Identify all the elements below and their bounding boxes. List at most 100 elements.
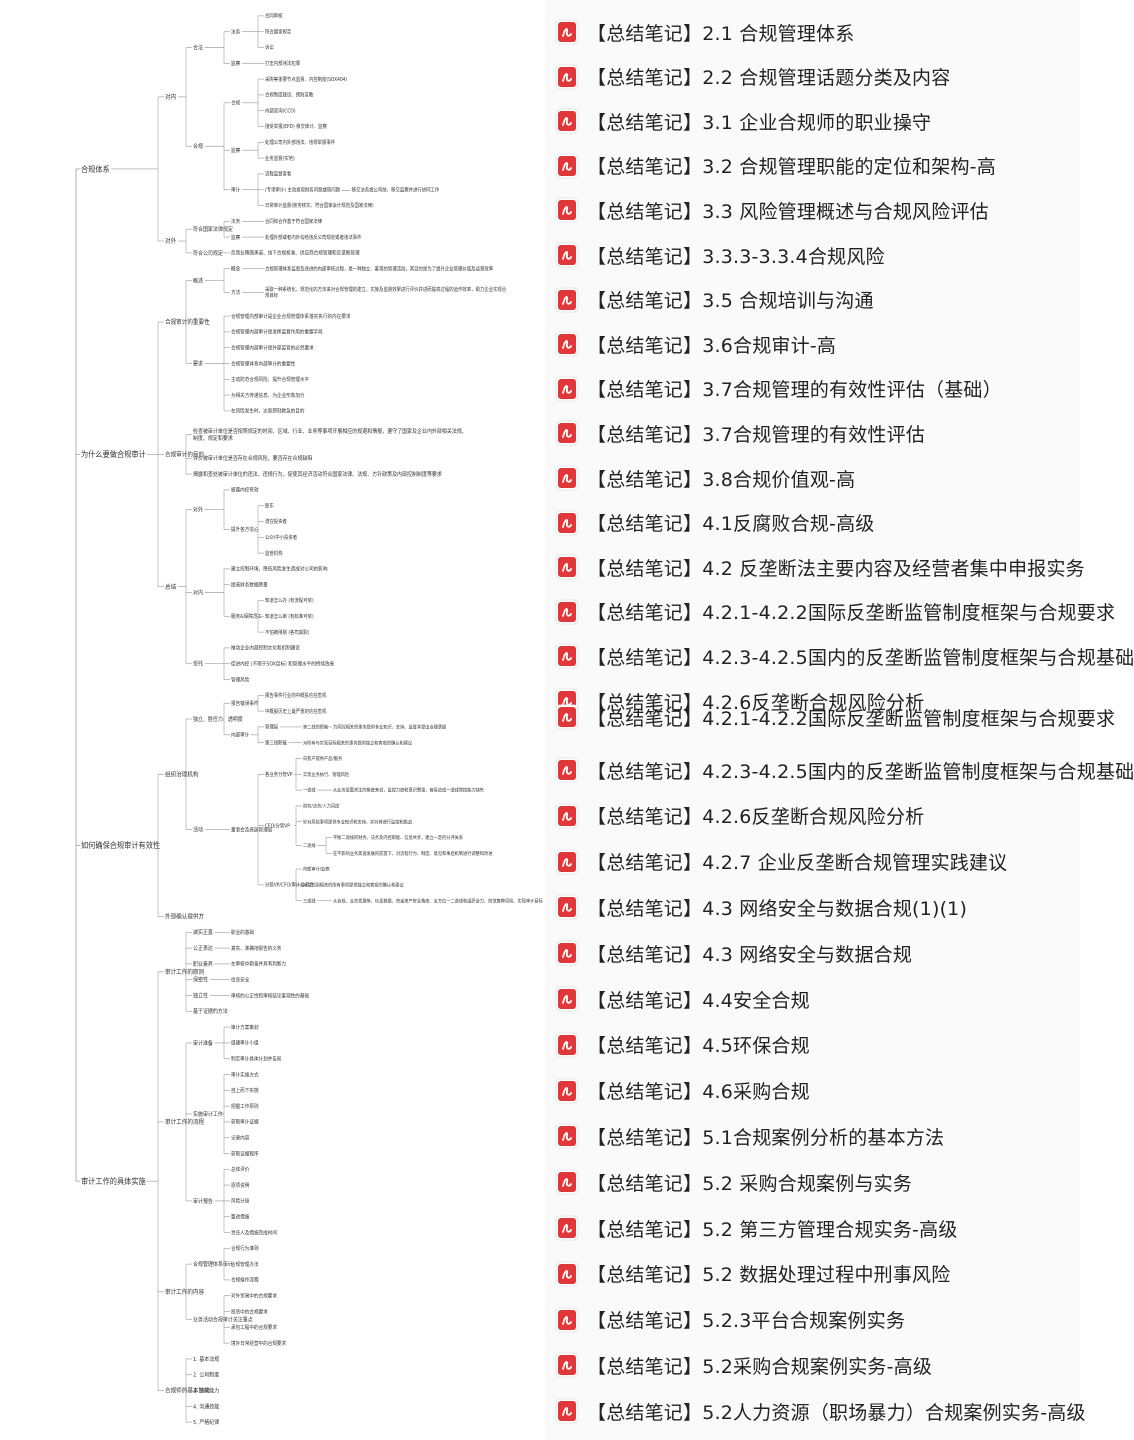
file-title: 【总结笔记】3.1 企业合规师的职业操守 [587,111,932,134]
pdf-file-icon [555,64,579,90]
file-list-panel: 【总结笔记】2.1 合规管理体系【总结笔记】2.2 合规管理话题分类及内容【总结… [545,0,1134,1440]
mindmap-node-label: 对内 [193,588,203,596]
file-list-item[interactable]: 【总结笔记】4.2.3-4.2.5国内的反垄断监管制度框架与合规基础 [545,638,1134,674]
file-title: 【总结笔记】4.2.6反垄断合规风险分析 [587,806,925,829]
mindmap-node-label: 业务监督(实地) [265,155,295,162]
mindmap-node-label: 知道怎么办 (有流程可依) [265,597,314,604]
pdf-file-icon [555,1078,579,1104]
mindmap-node-label: (专项审计) 主动发现财务问题或现问题 —— 移交法务或公司前、移交监察并进行协… [265,186,440,193]
file-list-item[interactable]: 【总结笔记】3.1 企业合规师的职业操守 [545,103,1080,139]
file-list-item[interactable]: 【总结笔记】2.2 合规管理话题分类及内容 [545,59,1080,95]
file-title: 【总结笔记】4.2 反垄断法主要内容及经营者集中申报实务 [587,557,1085,580]
file-title: 【总结笔记】2.2 合规管理话题分类及内容 [587,67,951,90]
mindmap-node-label: 整改措施 [231,1213,250,1220]
mindmap-node-label: 概念 [231,265,240,272]
file-title: 【总结笔记】3.5 合规培训与沟通 [587,290,874,313]
mindmap-node-label: 管理层 [265,723,279,730]
pdf-file-icon [555,757,579,783]
mindmap-node-label: 在不影响业务高速发展的前提下，对流程行为、制度、意见和事后机制进行调整和改进 [333,850,493,857]
mindmap-node-label: 自上而下实施 [231,1087,259,1094]
mindmap-node-label: 接受举报(EPD) 移交审计、监察 [265,123,327,130]
file-title: 【总结笔记】4.6采购合规 [587,1081,810,1104]
mindmap-node-label: 股东 [265,502,274,509]
file-title: 【总结笔记】4.1反腐败合规-高级 [587,513,875,536]
file-list-item[interactable]: 【总结笔记】2.1 合规管理体系 [545,14,1080,50]
file-list-item[interactable]: 【总结笔记】4.3 网络安全与数据合规 [545,935,1080,971]
mindmap-node-label: 为风险相关的事务提供专业知识、支持、监督并提出合理质疑 [333,723,447,730]
file-list-item[interactable]: 【总结笔记】3.3 风险管理概述与合规风险评估 [545,192,1080,228]
mindmap-node-label: 合规管理内部审计是企业合规管理体系落实执行的内在要求 [231,313,351,320]
file-list-item[interactable]: 【总结笔记】4.4安全合规 [545,981,1080,1017]
file-list-item[interactable]: 【总结笔记】4.2 反垄断法主要内容及经营者集中申报实务 [545,549,1085,585]
file-title: 【总结笔记】5.2.3平台合规案例实务 [587,1310,906,1333]
file-list-item[interactable]: 【总结笔记】3.7合规管理的有效性评估 [545,415,1080,451]
mindmap-node-label: 合同审核 [265,12,283,19]
mindmap-node-label: 3. 协同能力 [193,1386,219,1394]
file-list-item[interactable]: 【总结笔记】3.7合规管理的有效性评估（基础） [545,371,1080,407]
file-title: 【总结笔记】5.2 采购合规案例与实务 [587,1172,913,1195]
pdf-file-icon [555,704,579,730]
file-list-item[interactable]: 【总结笔记】5.2.3平台合规案例实务 [545,1302,1080,1338]
file-list-item[interactable]: 【总结笔记】5.2 第三方管理合规实务-高级 [545,1210,1080,1246]
pdf-file-icon [555,1215,579,1241]
file-list-item[interactable]: 【总结笔记】5.2人力资源（职场暴力）合规案例实务-高级 [545,1393,1085,1429]
file-list-item[interactable]: 【总结笔记】4.2.7 企业反垄断合规管理实践建议 [545,844,1080,880]
file-title: 【总结笔记】3.3.3-3.3.4合规风险 [587,245,885,268]
mindmap-node-label: 组建审计小组 [231,1039,259,1046]
file-title: 【总结笔记】4.3 网络安全与数据合规 [587,943,913,966]
mindmap-node-label: 保密性 [193,975,208,983]
mindmap-node-label: 主动防范合规风险、提升合规管理水平 [231,376,309,383]
mindmap-node-label: 法务 [231,28,240,35]
file-list-item[interactable]: 【总结笔记】3.8合规价值观-高 [545,460,1080,496]
file-list-item[interactable]: 【总结笔记】3.5 合规培训与沟通 [545,282,1080,318]
mindmap-node-label: 公正表达 [193,944,214,952]
file-list-item[interactable]: 【总结笔记】4.2.1-4.2.2国际反垄断监管制度框架与合规要求 [545,594,1115,630]
mindmap-node-label: 合规 [193,142,204,150]
file-title: 【总结笔记】5.1合规案例分析的基本方法 [587,1126,945,1149]
mindmap-node-label: 财务/法务/人力风控 [303,802,340,809]
mindmap-node-label: 合规制度建设、预防宣教 [265,91,314,98]
mindmap-node-label: 针对风险事项提供专业知识和支持，并对其进行监控和挑战 [303,818,413,825]
file-list-item[interactable]: 【总结笔记】4.6采购合规 [545,1073,1080,1109]
pdf-file-icon [555,153,579,179]
mindmap-section: 审计工作的具体实施审计工作的原则诚实正直职业的基础公正表达真实、准确地报告的义务… [81,928,309,1426]
file-list-item[interactable]: 【总结笔记】5.2采购合规案例实务-高级 [545,1347,1080,1383]
file-title: 【总结笔记】3.3 风险管理概述与合规风险评估 [587,200,989,223]
file-title: 【总结笔记】4.5环保合规 [587,1035,810,1058]
mindmap-node-label: 采购等重要节点监督、内控制度(SOX404) [265,76,347,83]
pdf-file-icon [555,420,579,446]
mindmap-node-label: 审计方案策划 [231,1024,259,1031]
mindmap-node-label: 促进内控 (不限于SOX目标) 和管理水平的持续改善 [231,660,334,667]
file-list-item[interactable]: 【总结笔记】3.3.3-3.3.4合规风险 [545,237,1080,273]
pdf-file-icon [555,1398,579,1424]
file-list-item[interactable]: 【总结笔记】4.2.6反垄断合规风险分析 [545,798,1080,834]
pdf-file-icon [555,643,579,669]
file-list-item[interactable]: 【总结笔记】5.1合规案例分析的基本方法 [545,1118,1080,1154]
file-list-item[interactable]: 【总结笔记】4.2.3-4.2.5国内的反垄断监管制度框架与合规基础 [545,752,1134,788]
pdf-file-icon [555,331,579,357]
mindmap-node-label: 为什么要做合规审计 [81,449,146,460]
mindmap-node-label: CFO/分管VP [265,822,290,829]
mindmap-node-label: 总体评价 [231,1166,250,1173]
mindmap-node-label: 提升各方信心 [231,526,259,533]
file-list-item[interactable]: 【总结笔记】3.2 合规管理职能的定位和架构-高 [545,148,1080,184]
mindmap-node-label: 审计实施方式 [231,1071,259,1078]
file-list-item[interactable]: 【总结笔记】5.2 数据处理过程中刑事风险 [545,1256,1080,1292]
mindmap-node-label: 董事会及高层管理层 [231,826,272,833]
mindmap-node-label: 三道线 [303,897,316,904]
pdf-file-icon [555,1352,579,1378]
pdf-file-icon [555,940,579,966]
mindmap-node-label: 管理风险 [231,676,250,683]
file-list-item[interactable]: 【总结笔记】5.2 采购合规案例与实务 [545,1164,1080,1200]
file-list-item[interactable]: 【总结笔记】4.1反腐败合规-高级 [545,505,1080,541]
mindmap-node-label: 打击内部违法犯罪 [265,60,300,67]
mindmap-node-label: 合规 [231,99,240,106]
file-list-item[interactable]: 【总结笔记】3.6合规审计-高 [545,326,1080,362]
mindmap-node-label: 审计工作的具体实施 [81,1176,146,1187]
file-title: 【总结笔记】5.2采购合规案例实务-高级 [587,1355,933,1378]
file-title: 【总结笔记】3.7合规管理的有效性评估 [587,423,926,446]
mindmap-node-label: 公众/中小投资者 [265,534,298,541]
mindmap-node-label: 独立性 [193,991,208,999]
file-list-item[interactable]: 【总结笔记】4.3 网络安全与数据合规(1)(1) [545,889,1080,925]
file-list-item[interactable]: 【总结笔记】4.5环保合规 [545,1027,1080,1063]
